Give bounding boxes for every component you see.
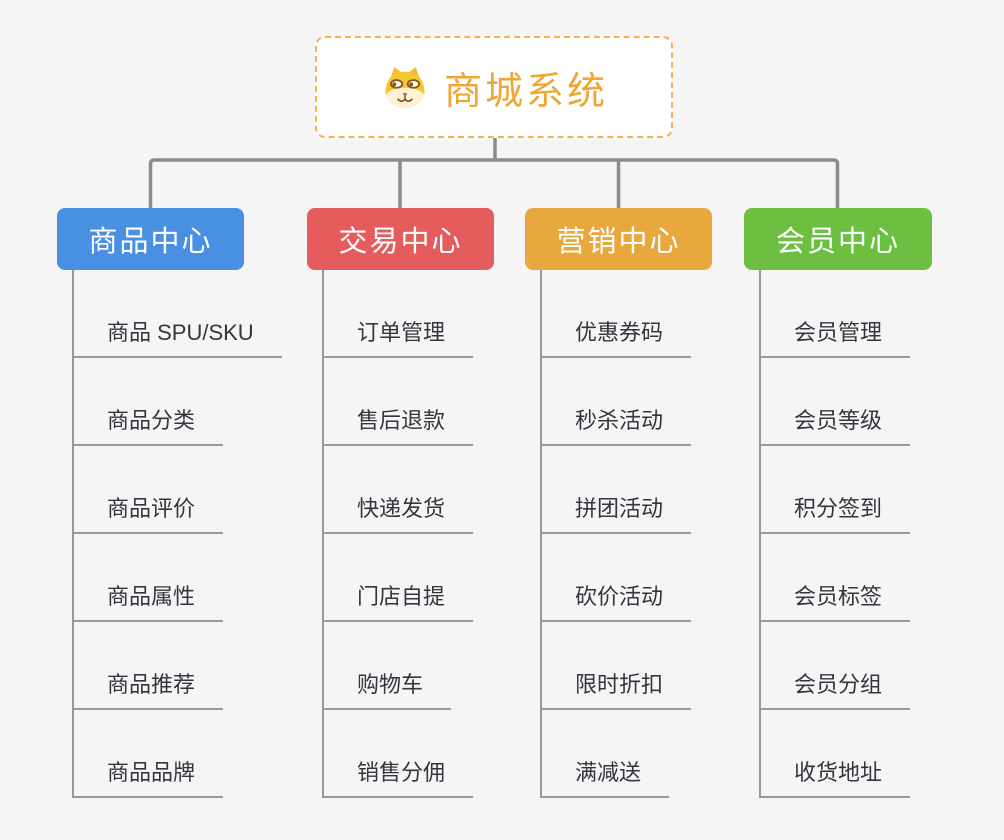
- mindmap-leaf[interactable]: 会员等级: [761, 358, 911, 446]
- mindmap-leaf[interactable]: 商品推荐: [74, 622, 224, 710]
- leaf-column-products: 商品 SPU/SKU 商品分类 商品评价 商品属性 商品推荐 商品品牌: [72, 270, 282, 798]
- mindmap-leaf[interactable]: 购物车: [324, 622, 452, 710]
- branch-label: 会员中心: [775, 226, 900, 258]
- mindmap-leaf[interactable]: 门店自提: [324, 534, 474, 622]
- mindmap-leaf[interactable]: 限时折扣: [542, 622, 692, 710]
- branch-node-products[interactable]: 商品中心: [57, 208, 244, 270]
- mindmap-leaf[interactable]: 商品 SPU/SKU: [74, 270, 282, 358]
- branch-label: 商品中心: [88, 226, 213, 258]
- mindmap-leaf[interactable]: 会员标签: [761, 534, 911, 622]
- mindmap-leaf[interactable]: 订单管理: [324, 270, 474, 358]
- branch-node-marketing[interactable]: 营销中心: [525, 208, 712, 270]
- leaf-column-marketing: 优惠券码 秒杀活动 拼团活动 砍价活动 限时折扣 满减送: [540, 270, 692, 798]
- mindmap-leaf[interactable]: 优惠券码: [542, 270, 692, 358]
- mindmap-leaf[interactable]: 商品属性: [74, 534, 224, 622]
- mindmap-leaf[interactable]: 销售分佣: [324, 710, 474, 798]
- root-node[interactable]: 商城系统: [315, 36, 673, 138]
- branch-node-trade[interactable]: 交易中心: [307, 208, 494, 270]
- branch-node-members[interactable]: 会员中心: [744, 208, 932, 270]
- mindmap-leaf[interactable]: 秒杀活动: [542, 358, 692, 446]
- mindmap-leaf[interactable]: 会员分组: [761, 622, 911, 710]
- mindmap-leaf[interactable]: 砍价活动: [542, 534, 692, 622]
- branch-label: 营销中心: [556, 226, 681, 258]
- mindmap-leaf[interactable]: 收货地址: [761, 710, 911, 798]
- mindmap-leaf[interactable]: 快递发货: [324, 446, 474, 534]
- mindmap-leaf[interactable]: 拼团活动: [542, 446, 692, 534]
- root-title: 商城系统: [443, 70, 608, 113]
- dog-face-icon: [385, 67, 425, 109]
- mindmap-leaf[interactable]: 商品品牌: [74, 710, 224, 798]
- branch-rail-line: [148, 158, 840, 208]
- mindmap-leaf[interactable]: 会员管理: [761, 270, 911, 358]
- mindmap-leaf[interactable]: 商品分类: [74, 358, 224, 446]
- mindmap-leaf[interactable]: 售后退款: [324, 358, 474, 446]
- branch-label: 交易中心: [338, 226, 463, 258]
- leaf-column-members: 会员管理 会员等级 积分签到 会员标签 会员分组 收货地址: [759, 270, 911, 798]
- mindmap-leaf[interactable]: 积分签到: [761, 446, 911, 534]
- leaf-column-trade: 订单管理 售后退款 快递发货 门店自提 购物车 销售分佣: [322, 270, 474, 798]
- mindmap-leaf[interactable]: 满减送: [542, 710, 670, 798]
- mindmap-leaf[interactable]: 商品评价: [74, 446, 224, 534]
